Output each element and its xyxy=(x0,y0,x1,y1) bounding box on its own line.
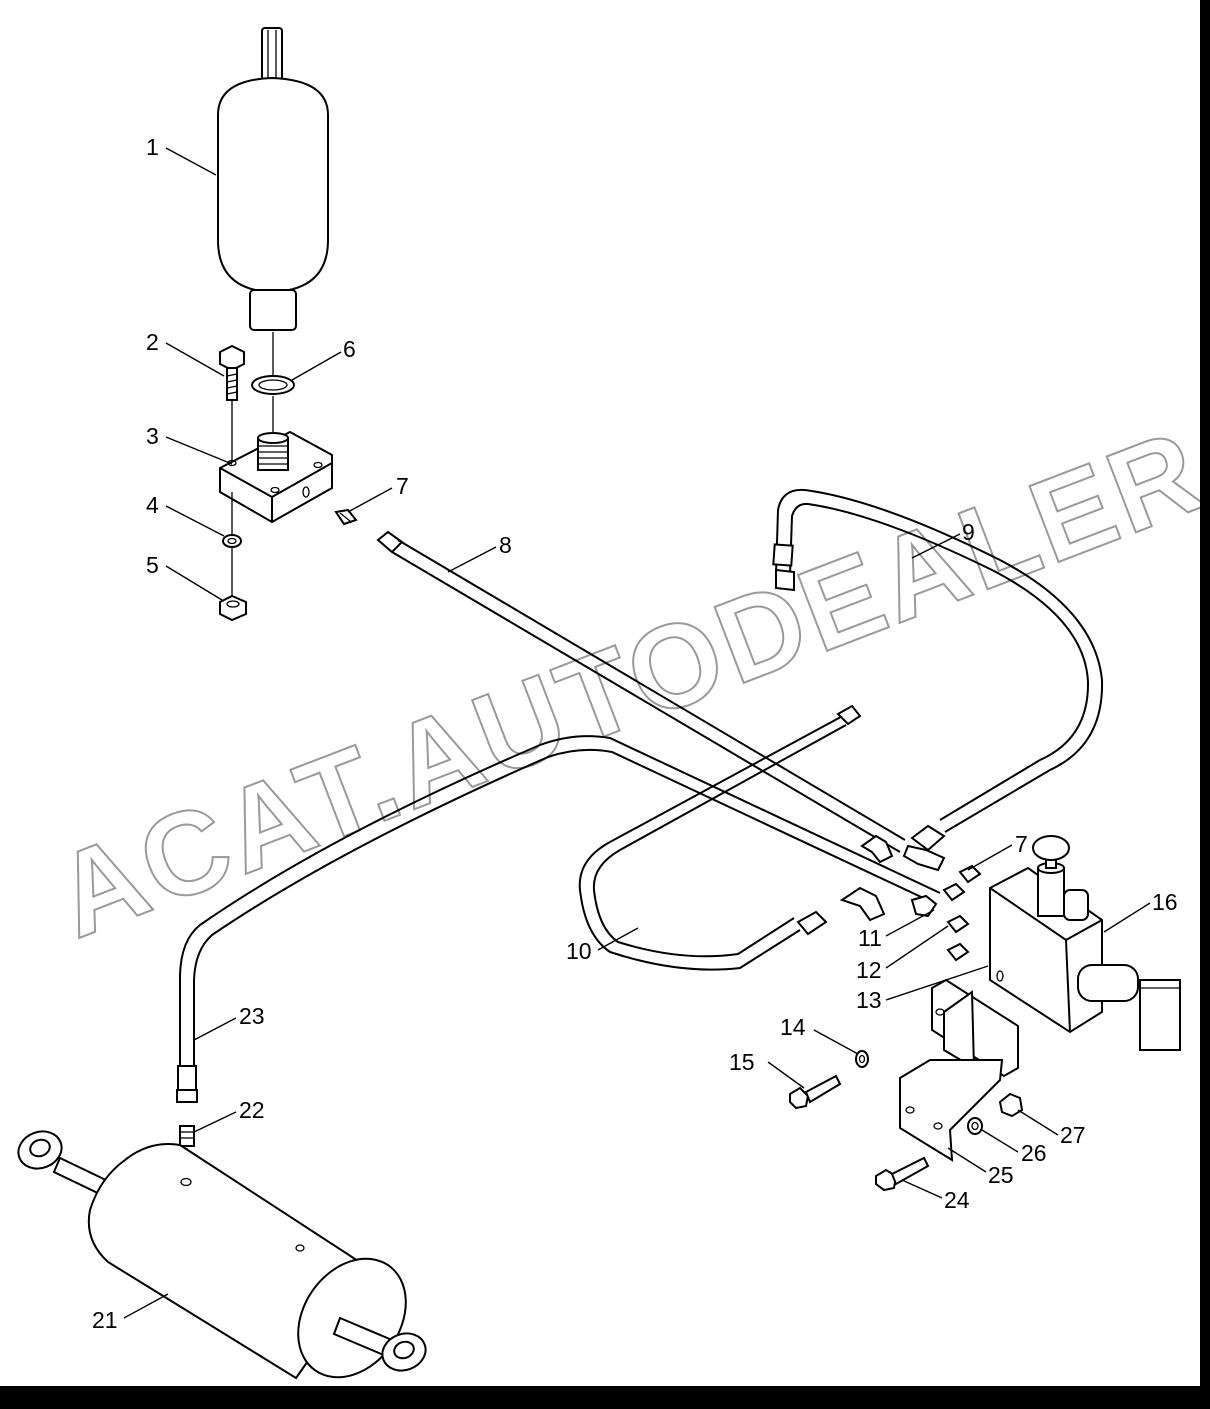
callout-26: 26 xyxy=(1021,1140,1047,1166)
callout-7-lower: 7 xyxy=(1015,831,1028,857)
callout-2: 2 xyxy=(146,329,159,355)
callout-24: 24 xyxy=(944,1187,970,1213)
fitting-part-7-lower xyxy=(958,864,982,884)
watermark-text: ACAT.AUTODEALER.RU xyxy=(39,327,1210,963)
callout-13: 13 xyxy=(856,987,882,1013)
hose-part-9 xyxy=(772,488,1104,852)
callout-12: 12 xyxy=(856,957,882,983)
washer-part-14 xyxy=(855,1050,869,1068)
callout-10: 10 xyxy=(566,938,592,964)
callout-15: 15 xyxy=(729,1049,755,1075)
valve-block-part-3 xyxy=(219,430,333,535)
pipe-part-23 xyxy=(176,735,941,1103)
callout-6: 6 xyxy=(343,336,356,362)
callout-8: 8 xyxy=(499,532,512,558)
callout-3: 3 xyxy=(146,423,159,449)
o-ring-part-6 xyxy=(251,375,295,432)
callout-1: 1 xyxy=(146,134,159,160)
callout-11: 11 xyxy=(858,925,882,951)
callout-21: 21 xyxy=(92,1307,118,1333)
frame-border-bottom xyxy=(0,1386,1210,1409)
nut-part-27 xyxy=(998,1092,1024,1118)
callout-16: 16 xyxy=(1152,889,1178,915)
callout-9: 9 xyxy=(962,519,975,545)
nut-part-5 xyxy=(219,594,247,622)
fitting-part-13 xyxy=(946,942,970,962)
callout-4: 4 xyxy=(146,492,159,518)
callout-22: 22 xyxy=(239,1097,265,1123)
fitting-part-12 xyxy=(942,882,970,934)
leader-lines xyxy=(123,147,1151,1319)
valve-part-16 xyxy=(989,835,1181,1051)
cylinder-part-21 xyxy=(17,1130,427,1380)
callout-5: 5 xyxy=(146,552,159,578)
elbow-fitting-part-11 xyxy=(839,834,938,922)
frame-border-right xyxy=(1200,0,1210,1409)
accumulator-part-1 xyxy=(217,27,329,375)
bolt-part-24 xyxy=(875,1156,930,1192)
watermark: ACAT.AUTODEALER.RU xyxy=(38,326,1210,964)
callout-7-upper: 7 xyxy=(396,473,409,499)
bracket xyxy=(899,978,1019,1162)
bolt-part-15 xyxy=(789,1074,842,1110)
callout-labels: 1 2 3 4 5 6 7 8 9 7 16 10 11 12 13 14 15… xyxy=(92,134,1178,1333)
bolt-part-2 xyxy=(219,344,245,462)
washer-part-26 xyxy=(967,1117,983,1135)
fitting-part-7-upper xyxy=(334,508,358,526)
callout-14: 14 xyxy=(780,1014,806,1040)
hose-part-8 xyxy=(376,530,946,872)
washer-part-4 xyxy=(222,534,242,596)
callout-27: 27 xyxy=(1060,1122,1086,1148)
pipe-part-10 xyxy=(578,704,862,971)
callout-23: 23 xyxy=(239,1003,265,1029)
callout-25: 25 xyxy=(988,1162,1014,1188)
